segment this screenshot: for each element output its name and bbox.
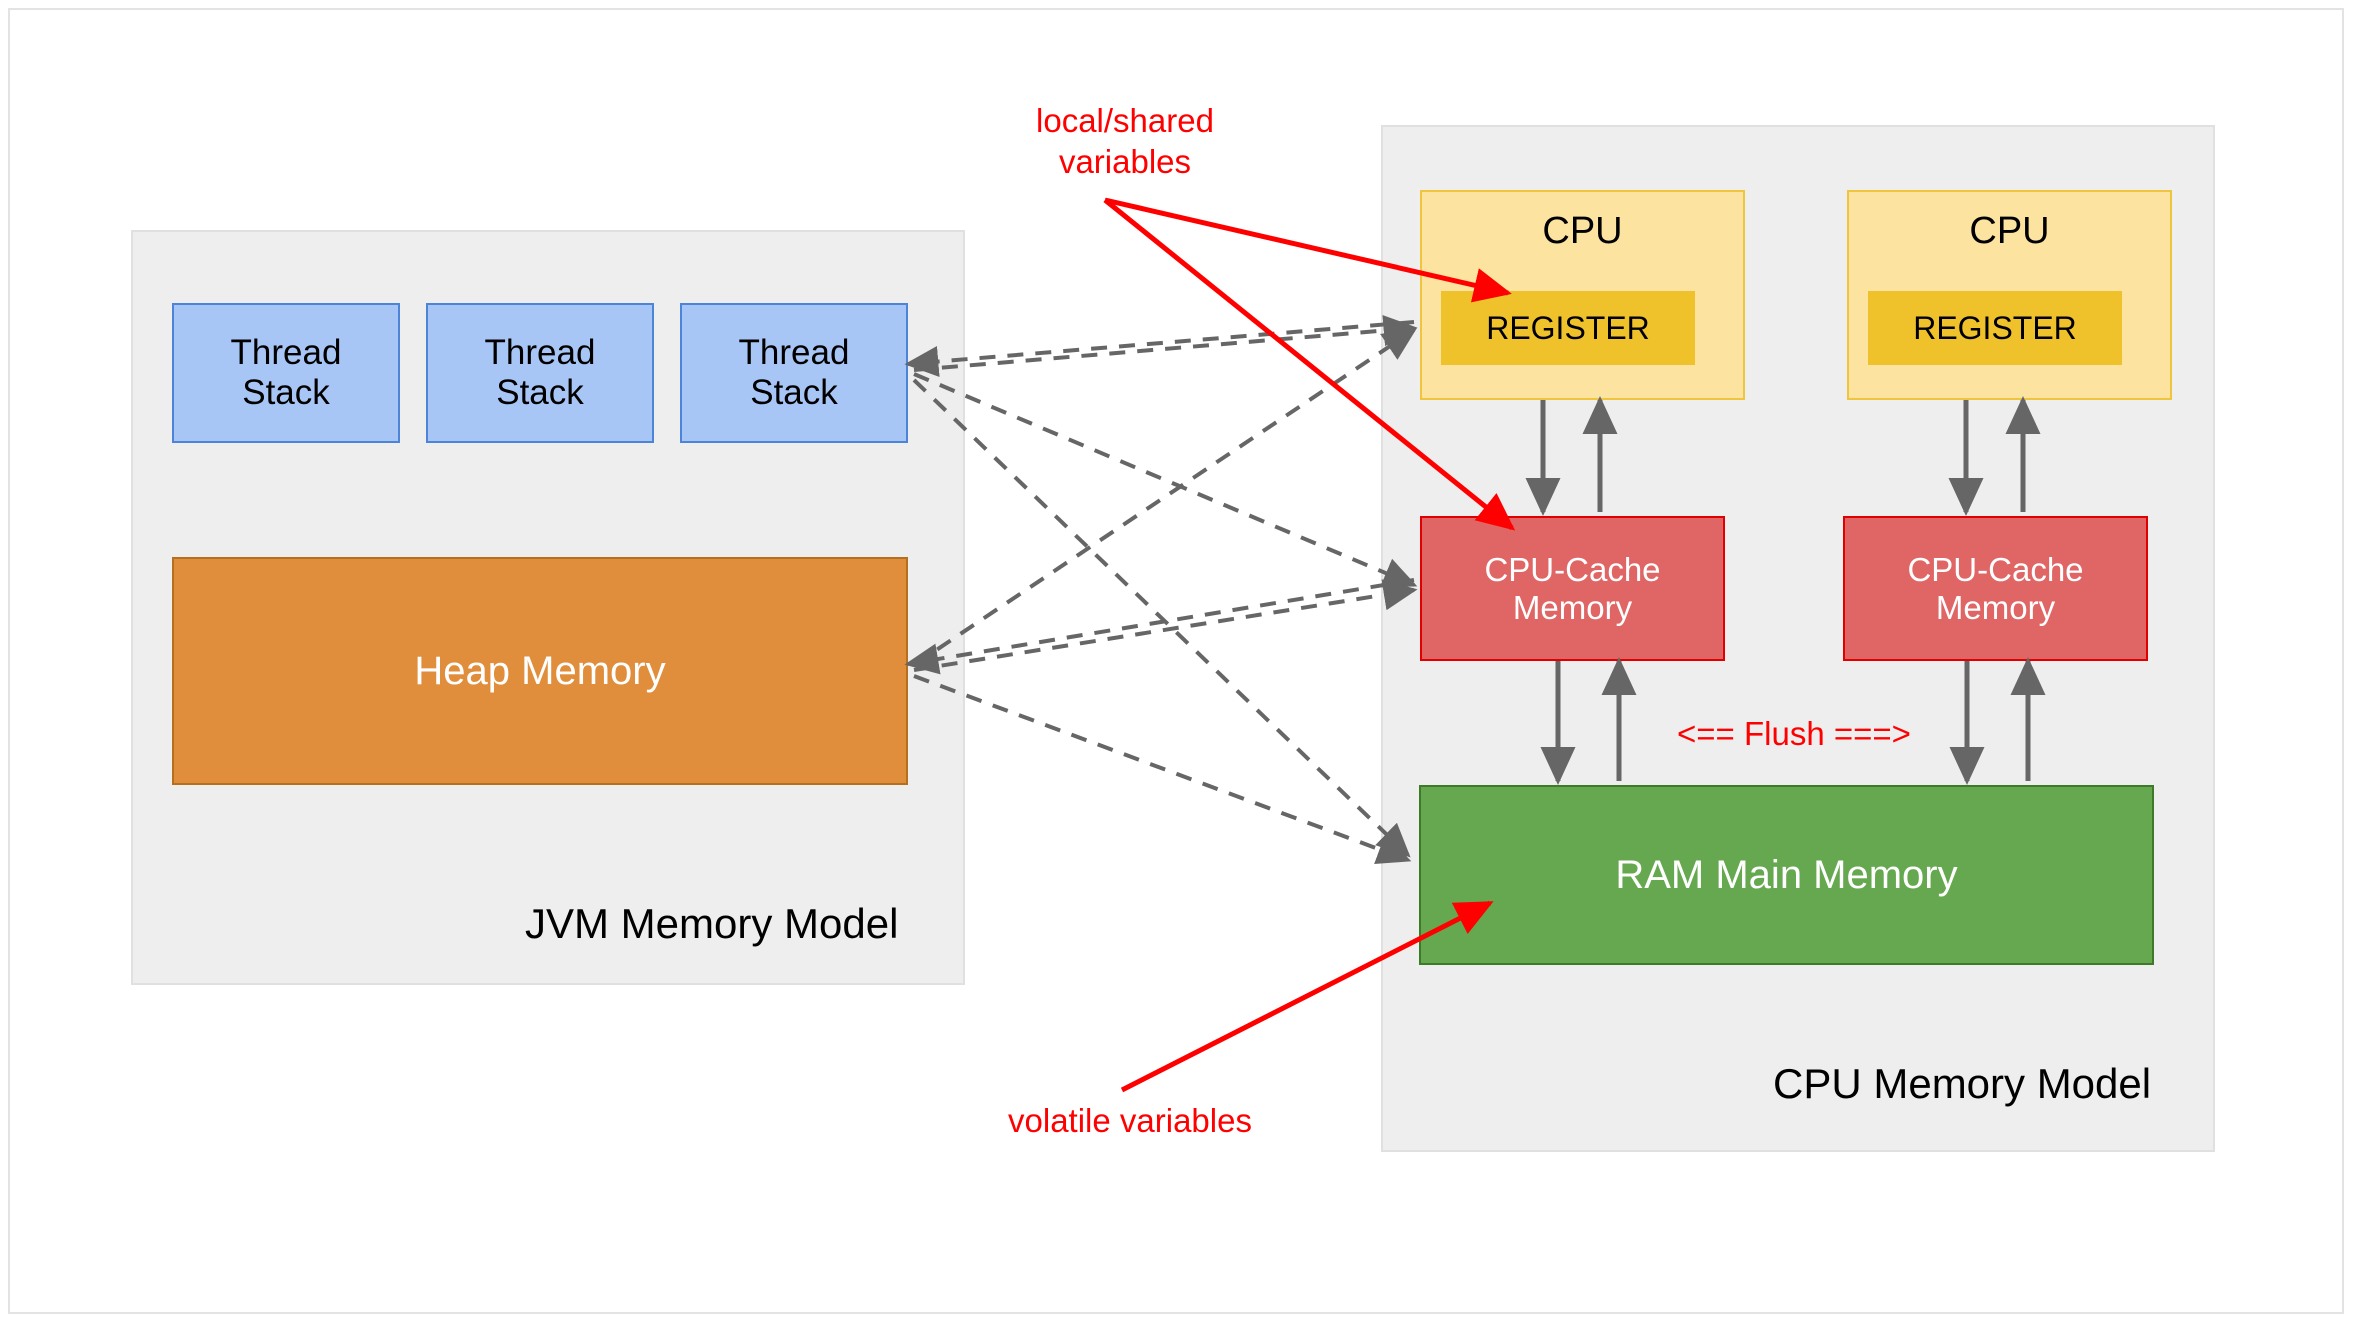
cpu-panel-label: CPU Memory Model — [1773, 1060, 2152, 1107]
flush-label: <== Flush ===> — [1677, 715, 1911, 752]
cpu-cache-box-2[interactable]: CPU-Cache Memory — [1843, 516, 2148, 661]
cpu-label-2: CPU — [1969, 210, 2050, 252]
volatile-variables-annotation: volatile variables — [1008, 1102, 1252, 1139]
local-shared-variables-annotation: local/shared variables — [1036, 102, 1214, 181]
cpu-cache-label-2: CPU-Cache Memory — [1907, 550, 2084, 626]
cpu-label-1: CPU — [1542, 210, 1623, 252]
cpu-cache-label-1: CPU-Cache Memory — [1484, 550, 1661, 626]
ram-main-memory-box[interactable]: RAM Main Memory — [1419, 785, 2154, 965]
thread-stack-label-2: Thread Stack — [484, 332, 596, 412]
jvm-panel-label: JVM Memory Model — [525, 900, 899, 947]
page-frame — [8, 8, 2344, 1314]
thread-stack-box-1[interactable]: Thread Stack — [172, 303, 400, 443]
thread-stack-box-3[interactable]: Thread Stack — [680, 303, 908, 443]
thread-stack-box-2[interactable]: Thread Stack — [426, 303, 654, 443]
heap-memory-label: Heap Memory — [414, 649, 666, 693]
register-label-2: REGISTER — [1913, 309, 2077, 346]
register-label-1: REGISTER — [1486, 309, 1650, 346]
cpu-cache-box-1[interactable]: CPU-Cache Memory — [1420, 516, 1725, 661]
register-box-2[interactable]: REGISTER — [1868, 291, 2122, 365]
thread-stack-label-3: Thread Stack — [738, 332, 850, 412]
register-box-1[interactable]: REGISTER — [1441, 291, 1695, 365]
heap-memory-box[interactable]: Heap Memory — [172, 557, 908, 785]
thread-stack-label-1: Thread Stack — [230, 332, 342, 412]
ram-main-memory-label: RAM Main Memory — [1615, 853, 1958, 897]
